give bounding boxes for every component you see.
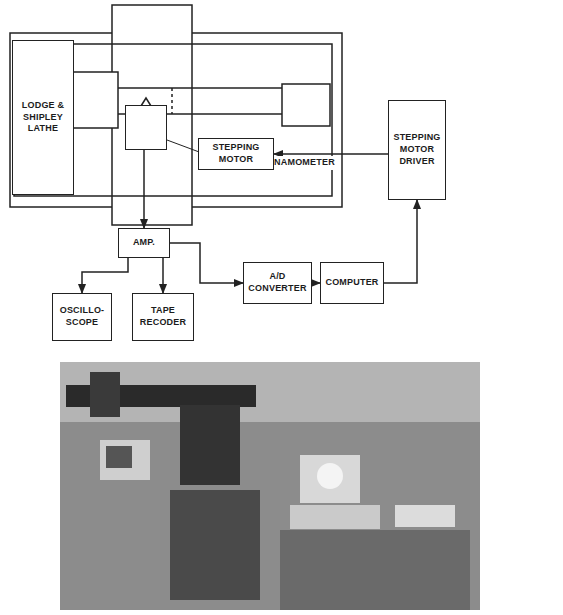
box-label: STEPPING MOTOR	[199, 140, 273, 167]
workpiece-edge	[118, 87, 282, 89]
scope-box: OSCILLO- SCOPE	[52, 293, 112, 341]
photo-scope	[100, 440, 150, 480]
photo-driver	[395, 505, 455, 527]
signal-arrow	[162, 258, 164, 293]
setup-photo	[60, 362, 480, 610]
computer-box: COMPUTER	[320, 262, 384, 304]
signal-arrow	[384, 200, 417, 283]
photo-wall	[60, 362, 480, 422]
tailstock	[282, 84, 330, 126]
signal-arrow	[274, 153, 388, 155]
box-label: COMPUTER	[322, 275, 381, 291]
box-label: TAPE RECODER	[133, 303, 193, 330]
motor-box: STEPPING MOTOR	[198, 138, 274, 170]
photo-chuck	[90, 372, 120, 417]
photo-carriage	[180, 405, 240, 485]
carriage	[112, 5, 192, 225]
box-label: AMP.	[130, 235, 158, 251]
workpiece-hidden	[171, 88, 173, 114]
photo-monitor	[300, 455, 360, 503]
converter-box: A/D CONVERTER	[243, 262, 312, 304]
dynamometer-box: TOOL DYNAMOMETER	[125, 105, 167, 150]
photo-bench	[170, 490, 260, 600]
photo-screen	[317, 463, 343, 489]
machine-box: LODGE & SHIPLEY LATHE	[12, 40, 74, 195]
signal-arrow	[170, 243, 243, 283]
box-label: LODGE & SHIPLEY LATHE	[13, 98, 73, 137]
photo-table	[280, 530, 470, 610]
box-label: A/D CONVERTER	[244, 269, 311, 296]
carriage-rail	[112, 195, 192, 197]
recorder-box: TAPE RECODER	[132, 293, 194, 341]
chuck	[72, 72, 118, 128]
photo-scope-screen	[106, 446, 132, 468]
signal-arrow	[82, 258, 128, 293]
photo-ground	[60, 362, 480, 610]
driver-box: STEPPING MOTOR DRIVER	[388, 100, 446, 200]
amplifier-box: AMP.	[118, 228, 170, 258]
signal-arrow	[312, 282, 320, 284]
carriage-rail	[112, 43, 192, 45]
signal-arrow	[143, 150, 145, 228]
box-label: STEPPING MOTOR DRIVER	[389, 130, 445, 169]
box-label: OSCILLO- SCOPE	[53, 303, 111, 330]
photo-computer	[290, 505, 380, 529]
